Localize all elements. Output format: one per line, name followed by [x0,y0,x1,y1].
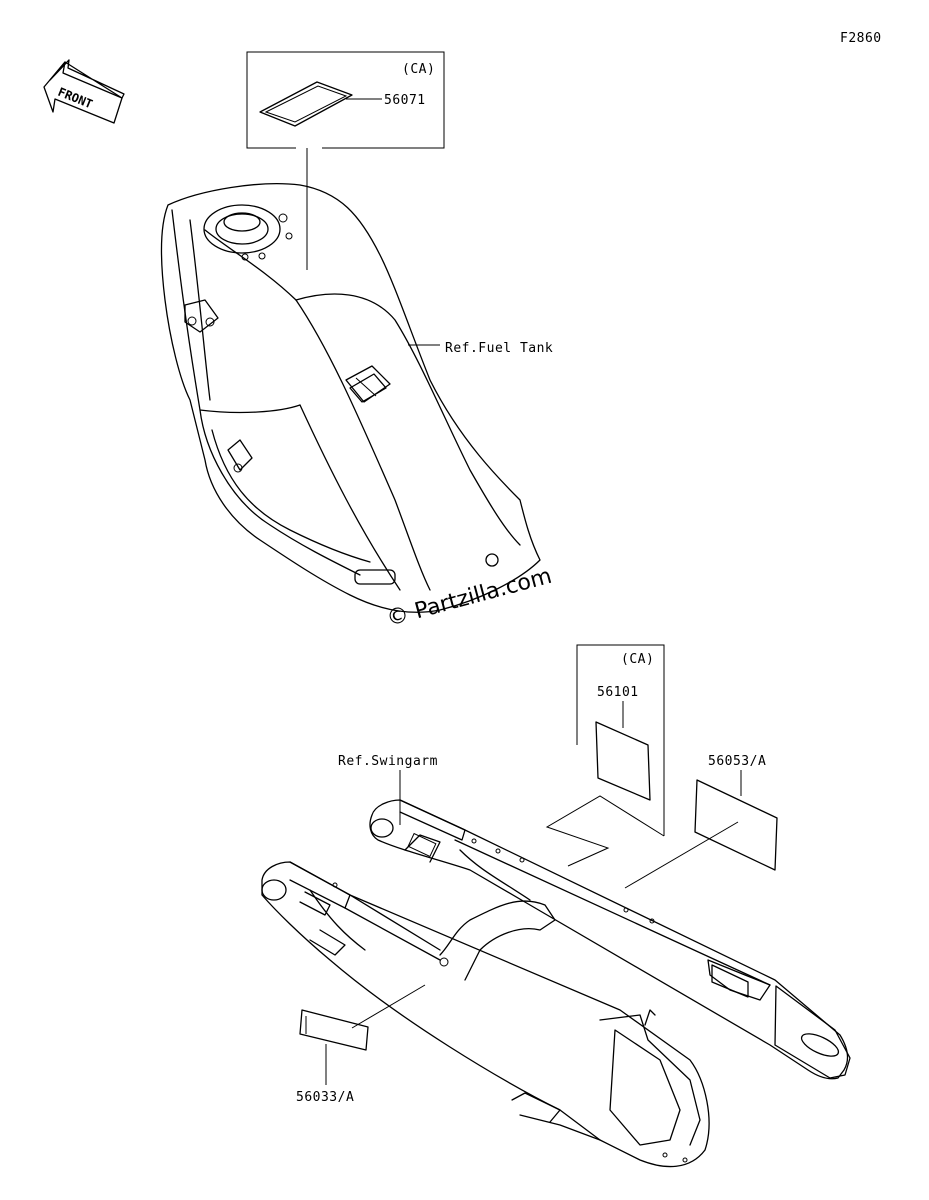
part-56053a-label: 56053/A [708,754,766,769]
front-arrow-icon: FRONT [43,59,125,124]
ca-box-mid: (CA) 56101 [545,644,665,867]
ref-swingarm-label: Ref.Swingarm [338,754,438,769]
label-56101-icon [595,721,651,801]
part-56071-label: 56071 [384,93,426,108]
swingarm-icon [261,799,851,1168]
ca-box-top: (CA) 56071 [246,51,445,149]
label-56053a-icon [694,779,778,871]
part-56033a-label: 56033/A [296,1090,354,1105]
ca-label-mid: (CA) [621,652,654,667]
part-56101-label: 56101 [597,685,639,700]
ca-label-top: (CA) [402,62,435,77]
label-56071-icon [259,81,353,127]
figure-code: F2860 [840,31,882,46]
label-56033a-icon [299,1009,369,1051]
fuel-tank-icon [160,183,541,613]
ref-fuel-tank-label: Ref.Fuel Tank [445,341,553,356]
watermark: © Partzilla.com [384,564,554,632]
